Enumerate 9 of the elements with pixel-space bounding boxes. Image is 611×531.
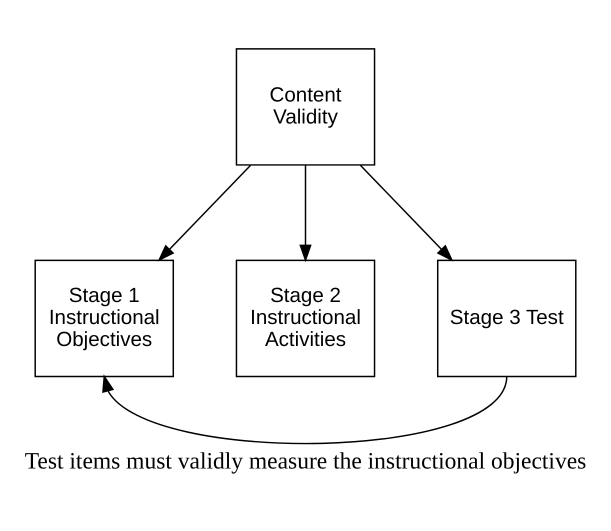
node-box: Stage 3 Test [436, 260, 577, 378]
arrow [158, 164, 252, 262]
node-box: Content Validity [236, 48, 376, 166]
arrow [102, 374, 508, 444]
node-box: Stage 2 Instructional Activities [236, 260, 376, 378]
node-box: Stage 1 Instructional Objectives [34, 260, 174, 378]
arrow [299, 165, 312, 262]
arrow [360, 164, 454, 262]
caption: Test items must validly measure the instructional objectives [24, 448, 586, 475]
